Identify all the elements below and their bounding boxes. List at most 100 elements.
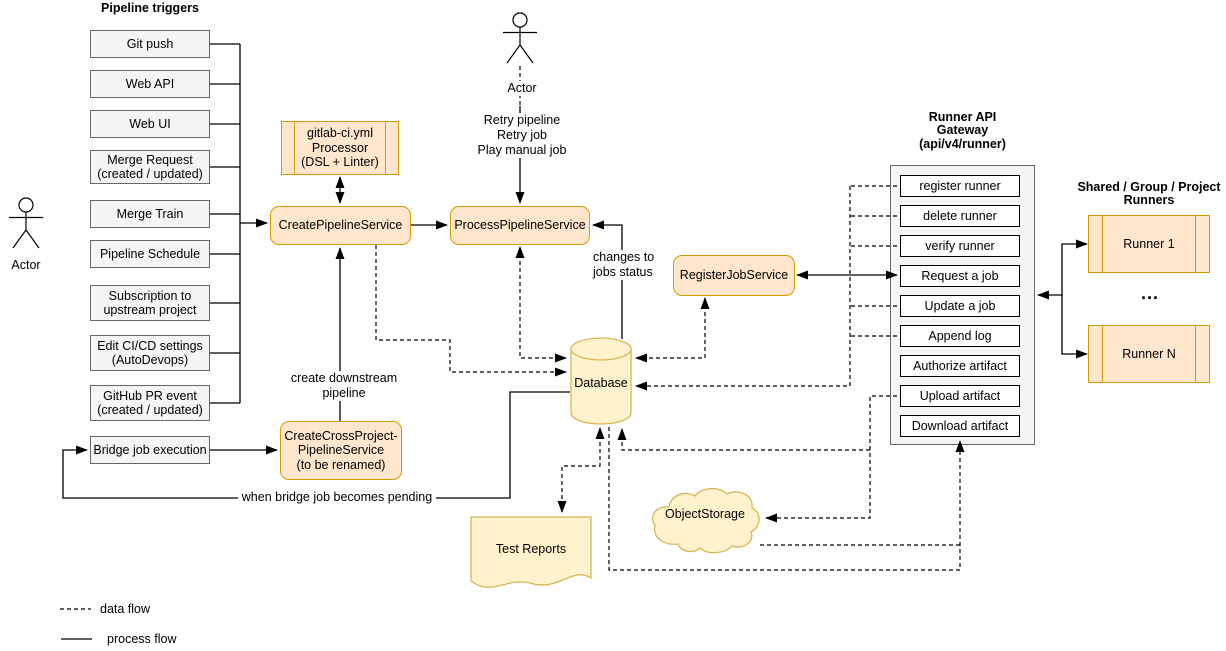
trigger-github-pr-text: GitHub PR event <box>103 388 197 403</box>
actor-left-label: Actor <box>6 258 46 273</box>
create-downstream-label-text: create downstream <box>290 371 398 385</box>
api-update-job: Update a job <box>900 295 1020 317</box>
actor-icon <box>9 197 43 249</box>
register-job-service: RegisterJobService <box>673 255 795 296</box>
actor-left-label-text: Actor <box>11 258 41 273</box>
database: Database <box>570 337 632 425</box>
runner-gateway-title-text: (api/v4/runner) <box>919 136 1006 151</box>
gitlab-ci-processor-text: Processor <box>311 140 369 155</box>
legend-data-flow-label: data flow <box>100 602 190 616</box>
create-pipeline-service: CreatePipelineService <box>270 206 411 245</box>
api-verify-runner-text: verify runner <box>925 238 995 253</box>
runner-gateway-title-text: Runner API <box>928 109 997 124</box>
edge-gateway-runner1 <box>1037 239 1088 300</box>
legend-process-flow-label-text: process flow <box>107 631 177 646</box>
api-append-log-text: Append log <box>928 328 992 343</box>
trigger-merge-request: Merge Request(created / updated) <box>90 150 210 184</box>
edge-register-db <box>635 297 710 363</box>
api-append-log: Append log <box>900 325 1020 347</box>
api-request-job-text: Request a job <box>921 268 999 283</box>
create-cross-project-service-text: PipelineService <box>297 443 385 458</box>
process-bar <box>1195 326 1196 382</box>
test-reports-label: Test Reports <box>495 541 567 556</box>
create-cross-project-service-text: (to be renamed) <box>296 457 386 472</box>
api-authorize-artifact-text: Authorize artifact <box>913 358 1007 373</box>
api-upload-artifact: Upload artifact <box>900 385 1020 407</box>
when-bridge-pending-label: when bridge job becomes pending <box>238 490 436 505</box>
object-storage-label: ObjectStorage <box>665 507 745 521</box>
trigger-git-push-text: Git push <box>126 36 174 51</box>
api-delete-runner-text: delete runner <box>923 208 997 223</box>
pipeline-triggers-title-text: Pipeline triggers <box>101 1 199 16</box>
trigger-merge-train-text: Merge Train <box>116 206 184 221</box>
trigger-merge-request-text: Merge Request <box>107 152 193 167</box>
trigger-web-api-text: Web API <box>125 76 175 91</box>
gitlab-ci-processor-text: gitlab-ci.yml <box>307 126 373 141</box>
trigger-merge-request-text: (created / updated) <box>97 167 203 181</box>
actor-left <box>6 197 46 251</box>
create-cross-project-service-text: CreateCrossProject- <box>284 428 398 443</box>
api-download-artifact: Download artifact <box>900 415 1020 437</box>
runner-n: Runner N <box>1088 325 1210 383</box>
runner-n-text: Runner N <box>1122 346 1176 361</box>
process-pipeline-service: ProcessPipelineService <box>450 206 590 245</box>
runner-1: Runner 1 <box>1088 215 1210 273</box>
retry-label-text: Retry pipeline <box>483 113 561 127</box>
trigger-bridge-job-text: Bridge job execution <box>93 442 207 457</box>
trigger-subscription-text: upstream project <box>103 303 197 317</box>
register-job-service-text: RegisterJobService <box>679 268 789 283</box>
trigger-web-ui: Web UI <box>90 110 210 138</box>
create-downstream-label-text: pipeline <box>322 386 366 400</box>
trigger-edit-cicd: Edit CI/CD settings(AutoDevops) <box>90 335 210 371</box>
trigger-web-api: Web API <box>90 70 210 98</box>
api-update-job-text: Update a job <box>924 298 996 313</box>
retry-label-text: Retry job <box>496 128 548 142</box>
process-bar <box>1102 326 1103 382</box>
trigger-pipeline-schedule-text: Pipeline Schedule <box>99 246 201 261</box>
trigger-pipeline-schedule: Pipeline Schedule <box>90 240 210 268</box>
trigger-github-pr-text: (created / updated) <box>97 403 203 417</box>
process-bar <box>1195 216 1196 272</box>
trigger-github-pr: GitHub PR event(created / updated) <box>90 385 210 421</box>
object-storage: ObjectStorage <box>648 486 762 556</box>
trigger-web-ui-text: Web UI <box>129 116 171 131</box>
runners-title-text: Shared / Group / Project <box>1077 179 1221 194</box>
legend-process-flow-label: process flow <box>107 632 217 646</box>
api-authorize-artifact: Authorize artifact <box>900 355 1020 377</box>
edge-db-testreports <box>557 427 605 513</box>
actor-top <box>500 12 540 66</box>
changes-to-jobs-status-label-text: jobs status <box>593 265 653 279</box>
create-cross-project-service: CreateCrossProject-PipelineService(to be… <box>280 421 402 480</box>
trigger-git-push: Git push <box>90 30 210 58</box>
api-upload-artifact-text: Upload artifact <box>919 388 1001 403</box>
trigger-subscription-text: Subscription to <box>108 288 192 303</box>
edge-gateway-runnerN <box>1061 295 1088 359</box>
retry-label-text: Play manual job <box>477 143 567 157</box>
runners-ellipsis-text: ... <box>1140 282 1159 303</box>
api-register-runner: register runner <box>900 175 1020 197</box>
edge-upload-to-db <box>617 428 870 451</box>
actor-top-label: Actor <box>495 81 549 96</box>
process-bar <box>385 122 386 174</box>
create-pipeline-service-text: CreatePipelineService <box>278 218 403 233</box>
edge-upload-to-objectstorage <box>765 395 897 523</box>
actor-top-label-text: Actor <box>507 81 537 95</box>
when-bridge-pending-label-text: when bridge job becomes pending <box>241 490 433 504</box>
legend-data-flow-label-text: data flow <box>100 601 151 616</box>
trigger-merge-train: Merge Train <box>90 200 210 228</box>
trigger-bridge-job: Bridge job execution <box>90 436 210 464</box>
trigger-edit-cicd-text: Edit CI/CD settings <box>97 338 203 353</box>
process-bar <box>1102 216 1103 272</box>
test-reports: Test Reports <box>470 516 592 594</box>
runner-gateway-title-text: Gateway <box>936 123 989 138</box>
api-register-runner-text: register runner <box>919 178 1001 193</box>
edge-create-to-db <box>375 245 567 377</box>
